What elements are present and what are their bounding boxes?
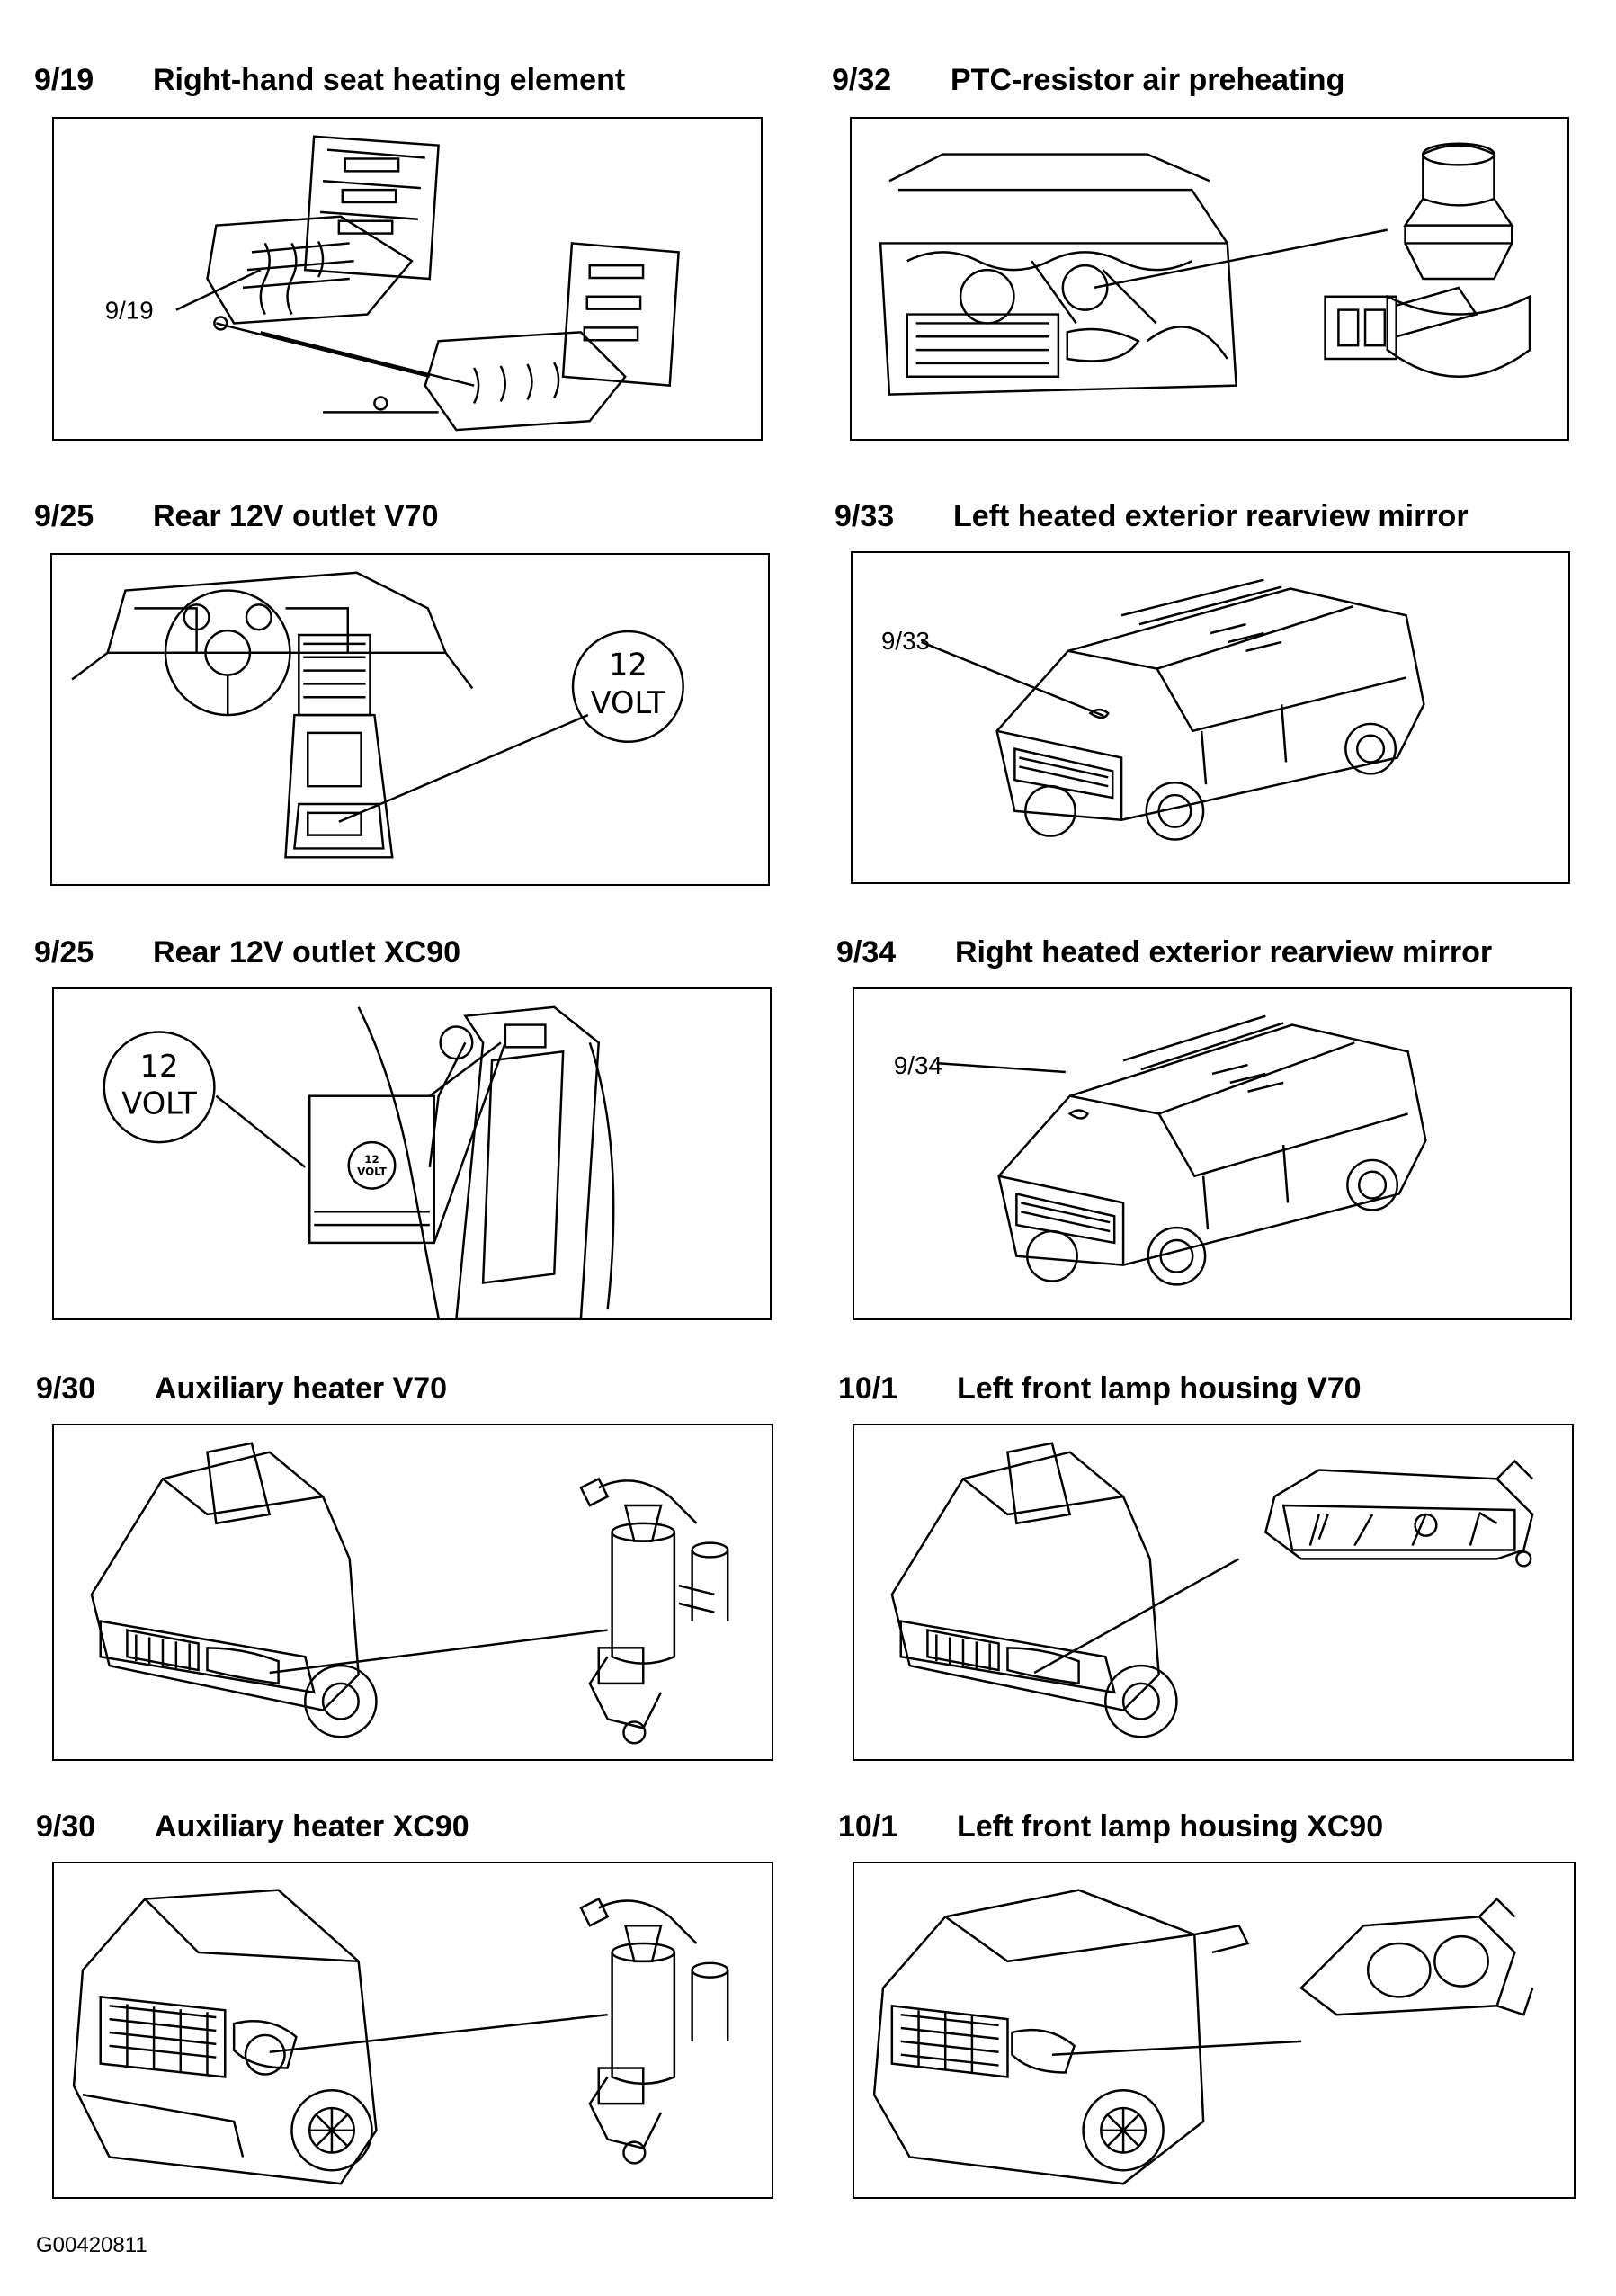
lamp-v70-drawing (890, 1442, 1534, 1738)
panel-title: Left front lamp housing XC90 (957, 1809, 1384, 1844)
illustration-right-mirror: 9/34 (853, 987, 1572, 1320)
panel-heading: 9/33 Left heated exterior rearview mirro… (835, 499, 1469, 534)
panel-aux-heater-v70: 9/30 Auxiliary heater V70 (36, 1371, 773, 1767)
illustration-aux-heater-xc90 (52, 1862, 773, 2199)
heater-v70-drawing (90, 1442, 729, 1745)
panel-12v-outlet-v70: 9/25 Rear 12V outlet V70 (34, 499, 772, 886)
illustration-12v-outlet-xc90: 12 VOLT 12 VOLT (52, 987, 772, 1320)
badge-volt: VOLT (591, 685, 666, 720)
panel-heading: 10/1 Left front lamp housing XC90 (838, 1809, 1383, 1845)
panel-left-mirror: 9/33 Left heated exterior rearview mirro… (835, 499, 1581, 886)
panel-code: 9/19 (34, 63, 94, 97)
panel-heading: 9/25 Rear 12V outlet XC90 (34, 935, 460, 970)
panel-heading: 9/25 Rear 12V outlet V70 (34, 499, 438, 534)
panel-aux-heater-xc90: 9/30 Auxiliary heater XC90 (36, 1809, 773, 2205)
callout-9-19: 9/19 (105, 297, 154, 325)
badge-12: 12 (140, 1049, 179, 1084)
panel-code: 9/34 (836, 935, 897, 969)
panel-title: Right-hand seat heating element (153, 63, 626, 97)
panel-ptc-resistor: 9/32 PTC-resistor air preheating (832, 63, 1578, 450)
engine-bay-drawing (879, 142, 1531, 396)
panel-code: 9/33 (835, 499, 895, 533)
panel-code: 9/30 (36, 1371, 96, 1406)
panel-right-mirror: 9/34 Right heated exterior rearview mirr… (836, 935, 1583, 1322)
panel-code: 9/25 (34, 935, 94, 969)
panel-heading: 9/34 Right heated exterior rearview mirr… (836, 935, 1492, 970)
illustration-seat-heating: 9/19 (52, 117, 763, 441)
badge-12: 12 (609, 648, 647, 683)
callout-9-33: 9/33 (881, 627, 930, 655)
callout-9-34: 9/34 (894, 1051, 942, 1079)
suv-drawing: 9/34 (894, 1014, 1427, 1286)
panel-title: Auxiliary heater XC90 (155, 1809, 469, 1844)
dashboard-drawing: 12 VOLT (71, 571, 684, 859)
panel-lamp-housing-xc90: 10/1 Left front lamp housing XC90 (838, 1809, 1585, 2205)
panel-title: Rear 12V outlet XC90 (153, 935, 461, 969)
panel-code: 9/32 (832, 63, 892, 97)
panel-heading: 9/32 PTC-resistor air preheating (832, 63, 1344, 98)
panel-heading: 9/30 Auxiliary heater XC90 (36, 1809, 469, 1845)
illustration-12v-outlet-v70: 12 VOLT (50, 553, 770, 886)
small-badge-12: 12 (364, 1153, 379, 1166)
panel-lamp-housing-v70: 10/1 Left front lamp housing V70 (838, 1371, 1585, 1767)
illustration-aux-heater-v70 (52, 1424, 773, 1761)
illustration-ptc-resistor (850, 117, 1569, 441)
panel-12v-outlet-xc90: 9/25 Rear 12V outlet XC90 (34, 935, 772, 1322)
panel-heading: 9/19 Right-hand seat heating element (34, 63, 625, 98)
small-badge-volt: VOLT (357, 1166, 388, 1178)
heater-xc90-drawing (72, 1889, 729, 2185)
panel-title: Left heated exterior rearview mirror (953, 499, 1469, 533)
console-drawing: 12 VOLT 12 VOLT (103, 1005, 615, 1318)
panel-title: Left front lamp housing V70 (957, 1371, 1362, 1406)
panel-heading: 9/30 Auxiliary heater V70 (36, 1371, 447, 1407)
panel-title: Auxiliary heater V70 (155, 1371, 448, 1406)
panel-seat-heating: 9/19 Right-hand seat heating element (34, 63, 772, 450)
panel-code: 9/25 (34, 499, 94, 533)
panel-title: PTC-resistor air preheating (951, 63, 1345, 97)
illustration-lamp-housing-v70 (853, 1424, 1574, 1761)
panel-title: Right heated exterior rearview mirror (955, 935, 1493, 969)
suv-drawing: 9/33 (881, 578, 1425, 841)
panel-heading: 10/1 Left front lamp housing V70 (838, 1371, 1362, 1407)
panel-code: 10/1 (838, 1371, 898, 1406)
seat-drawing: 9/19 (105, 135, 680, 432)
figure-id: G00420811 (36, 2233, 147, 2257)
panel-code: 10/1 (838, 1809, 898, 1844)
illustration-lamp-housing-xc90 (853, 1862, 1576, 2199)
badge-volt: VOLT (121, 1085, 197, 1121)
panel-title: Rear 12V outlet V70 (153, 499, 439, 533)
panel-code: 9/30 (36, 1809, 96, 1844)
illustration-left-mirror: 9/33 (851, 551, 1570, 884)
lamp-xc90-drawing (872, 1889, 1534, 2185)
